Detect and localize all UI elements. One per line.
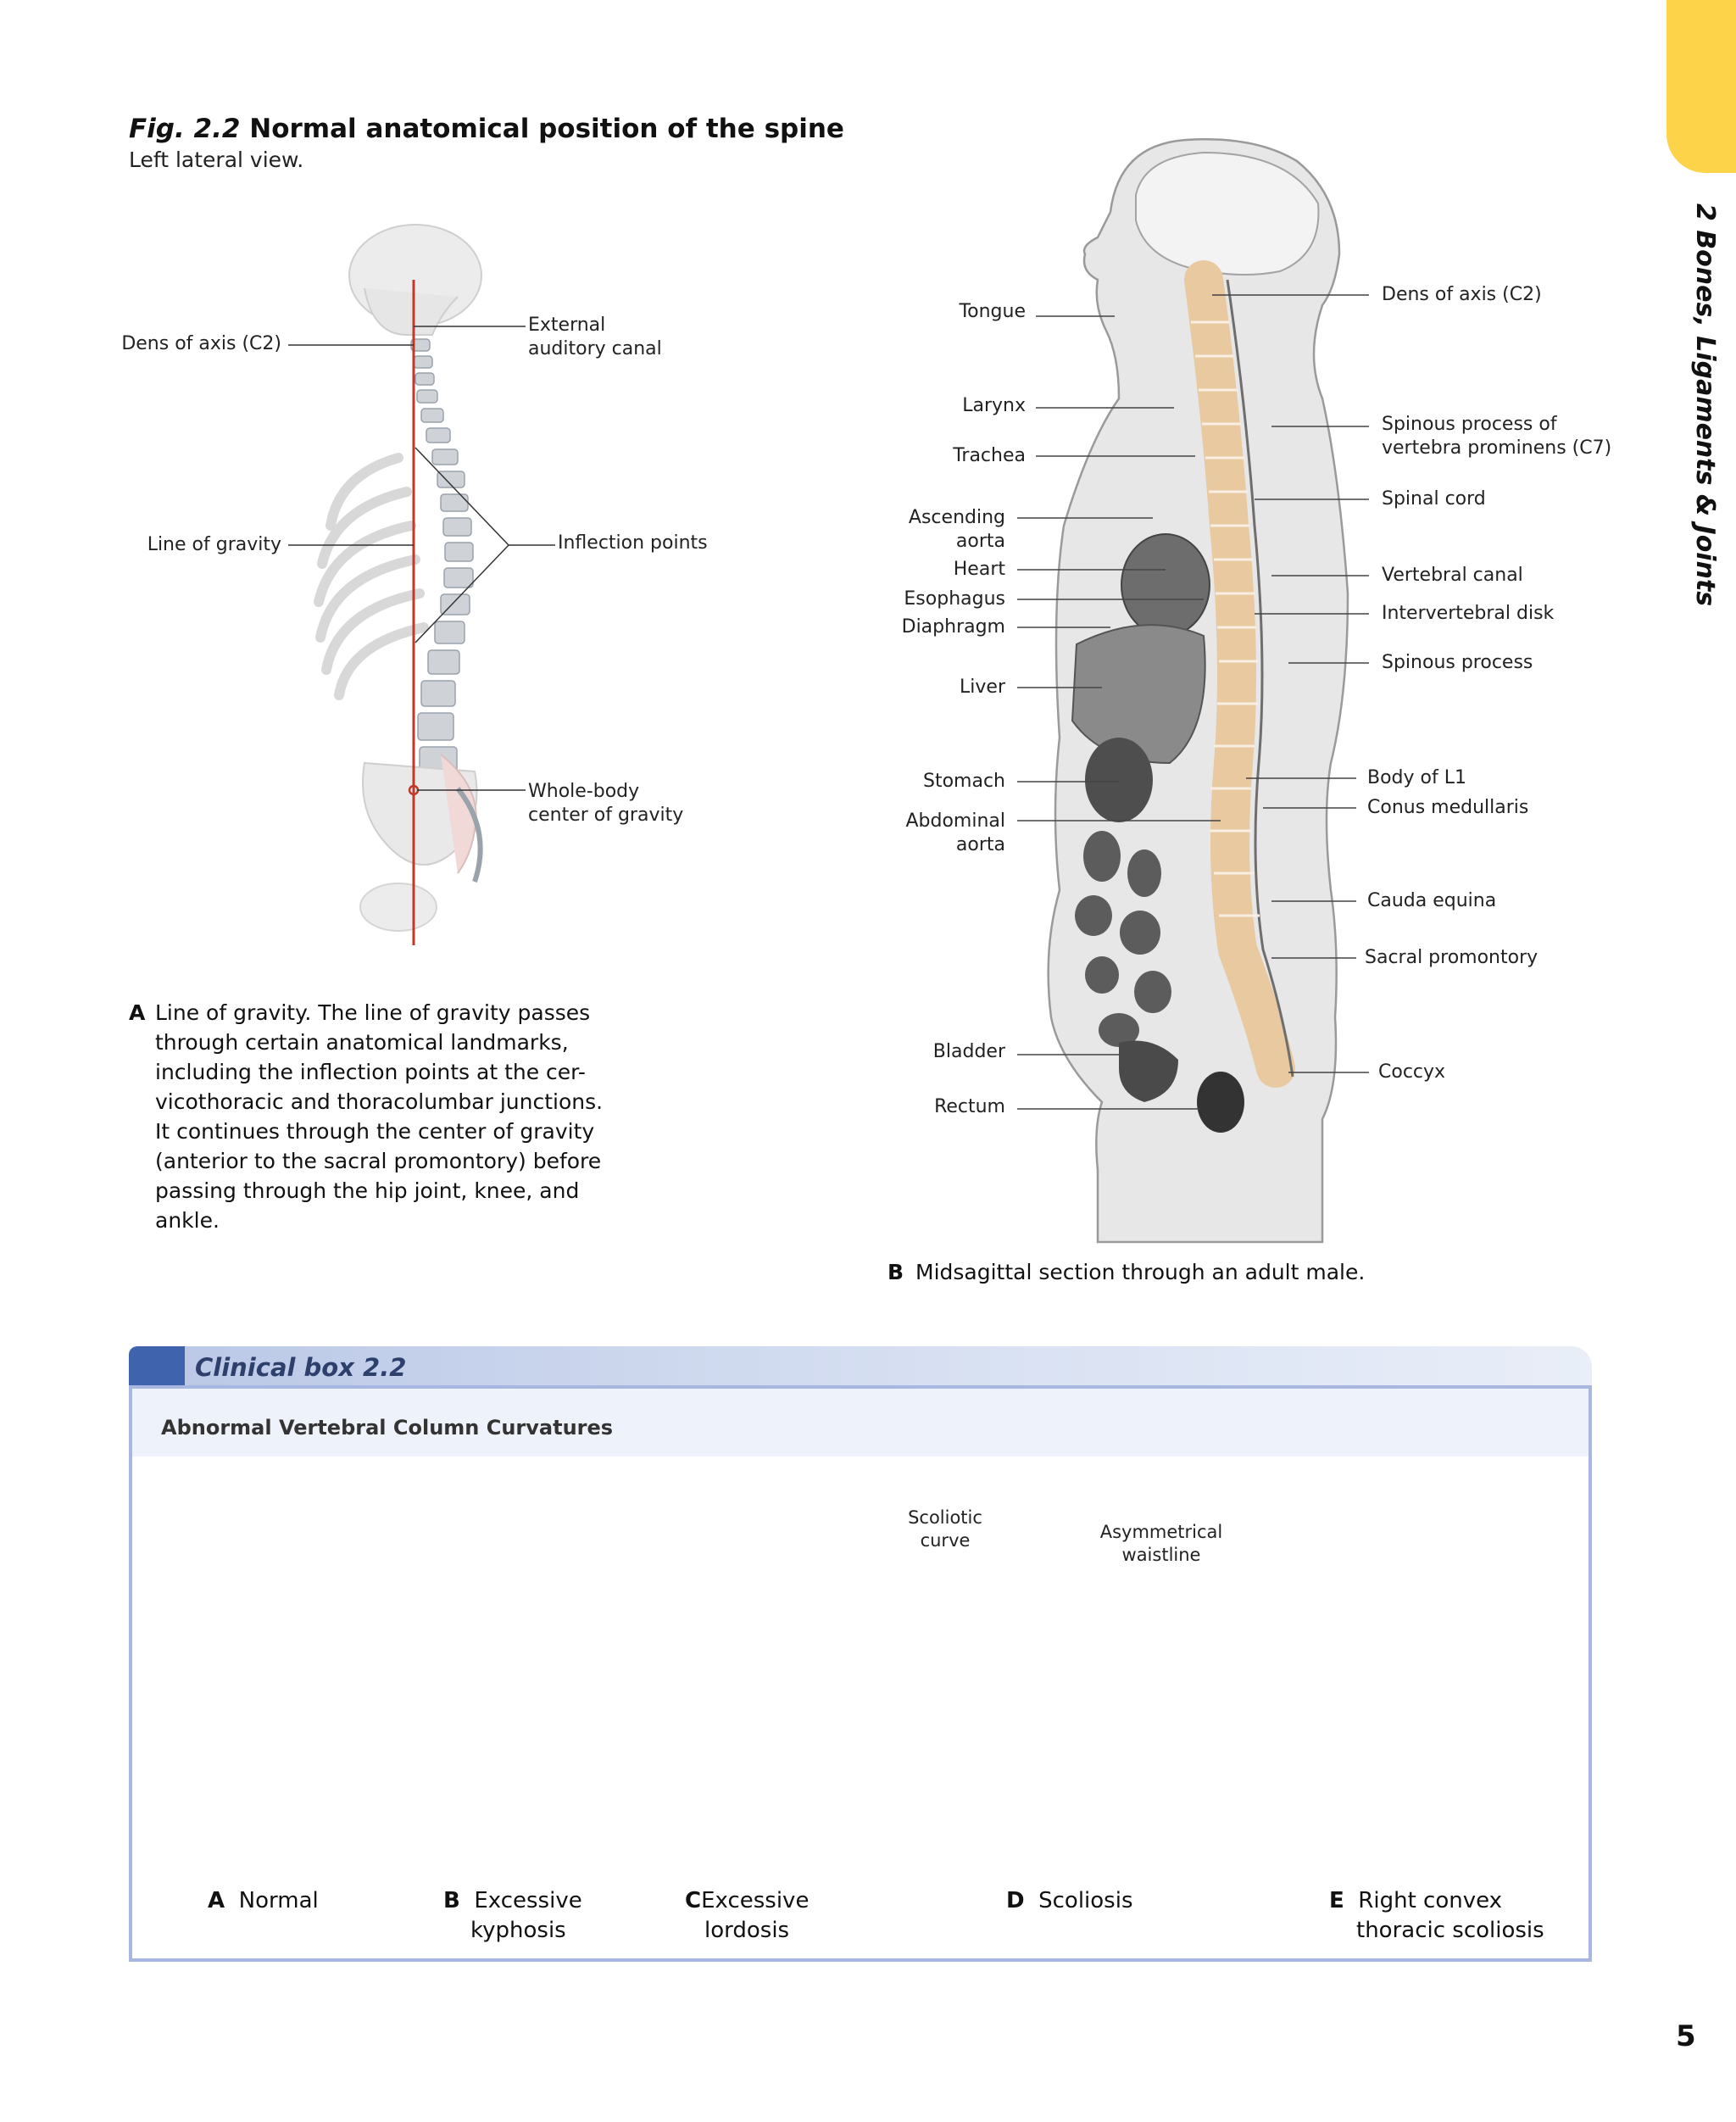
panel-b-section [1017,138,1369,1244]
clinical-caption-c-2: lordosis [704,1918,790,1943]
clinical-box-icon-bg [129,1346,185,1385]
clinical-box-header [129,1346,1592,1385]
label-whole-body-1: Whole-body [528,781,640,802]
label-tongue: Tongue [959,301,1026,322]
label-cauda-equina: Cauda equina [1367,890,1497,911]
caption-a-line: ankle. [155,1208,220,1233]
label-line-of-gravity: Line of gravity [147,534,281,555]
clinical-box-band [132,1389,1589,1456]
caption-a-letter: A [129,1000,146,1025]
label-ascending-aorta-2: aorta [955,531,1005,552]
clinical-box-heading: Abnormal Vertebral Column Curvatures [161,1416,614,1440]
label-abdominal-aorta-1: Abdominal [905,810,1005,832]
label-esophagus: Esophagus [904,588,1005,610]
clinical-box [129,1385,1592,1962]
label-coccyx: Coccyx [1378,1061,1446,1083]
label-rectum: Rectum [934,1096,1005,1117]
label-external-auditory-2: auditory canal [528,338,662,359]
label-bladder: Bladder [932,1041,1005,1062]
label-spinous-c7-2: vertebra prominens (C7) [1382,437,1612,459]
clinical-caption-e: E Right convex [1329,1888,1503,1913]
label-vertebral-canal: Vertebral canal [1382,565,1523,586]
clinical-caption-d: D Scoliosis [1006,1888,1133,1913]
caption-a-line: vicothoracic and thoracolumbar junctions… [155,1089,604,1114]
caption-a-line: through certain anatomical landmarks, [155,1030,569,1055]
label-conus-medullaris: Conus medullaris [1367,797,1529,818]
label-liver: Liver [960,677,1005,698]
label-heart: Heart [953,559,1005,580]
label-body-l1: Body of L1 [1367,767,1466,788]
caption-a-line: passing through the hip joint, knee, and [155,1178,580,1203]
figure-title: Fig. 2.2 Normal anatomical position of t… [129,114,844,144]
label-whole-body-2: center of gravity [528,805,684,826]
label-inflection-points: Inflection points [558,532,708,554]
label-external-auditory-1: External [528,315,606,336]
page-number: 5 [1676,2019,1696,2053]
clinical-caption-c: CExcessive [685,1888,810,1913]
label-diaphragm: Diaphragm [901,616,1005,638]
clinical-caption-b: B Excessive [443,1888,582,1913]
figure-number: Fig. 2.2 [129,114,241,144]
label-dens-a: Dens of axis (C2) [121,333,281,354]
label-ascending-aorta-1: Ascending [908,507,1005,528]
caption-a-line: Line of gravity. The line of gravity pas… [155,1000,591,1025]
label-spinous-c7-1: Spinous process of [1382,414,1557,435]
clinical-caption-b-2: kyphosis [470,1918,566,1943]
caption-a-line: including the inflection points at the c… [155,1060,586,1084]
caption-b-letter: B [887,1260,904,1284]
clinical-caption-e-2: thoracic scoliosis [1356,1918,1544,1943]
label-dens-b: Dens of axis (C2) [1382,284,1542,305]
label-abdominal-aorta-2: aorta [955,834,1005,855]
label-spinal-cord: Spinal cord [1382,488,1486,510]
label-sacral-promontory: Sacral promontory [1365,947,1538,968]
label-asymmetrical-waistline-2: waistline [1121,1545,1201,1565]
label-scoliotic-curve-1: Scoliotic [908,1507,982,1528]
label-scoliotic-curve-2: curve [920,1530,971,1551]
label-asymmetrical-waistline-1: Asymmetrical [1099,1522,1223,1542]
label-trachea: Trachea [953,445,1026,466]
figure-title-text: Normal anatomical position of the spine [249,114,844,144]
label-intervertebral-disk: Intervertebral disk [1382,603,1555,624]
caption-a-line: It continues through the center of gravi… [155,1119,595,1144]
clinical-caption-a: A Normal [208,1888,319,1913]
figure-subtitle: Left lateral view. [129,148,304,172]
chapter-tab [1666,0,1736,173]
caption-b-text: Midsagittal section through an adult mal… [915,1260,1366,1284]
label-spinous-process: Spinous process [1382,652,1533,673]
clinical-box-label: Clinical box 2.2 [195,1353,407,1382]
caption-b: B Midsagittal section through an adult m… [887,1257,1365,1287]
caption-a-line: (anterior to the sacral promontory) befo… [155,1149,602,1173]
panel-a-skeleton [288,224,555,945]
label-stomach: Stomach [922,771,1005,792]
label-larynx: Larynx [962,395,1026,416]
